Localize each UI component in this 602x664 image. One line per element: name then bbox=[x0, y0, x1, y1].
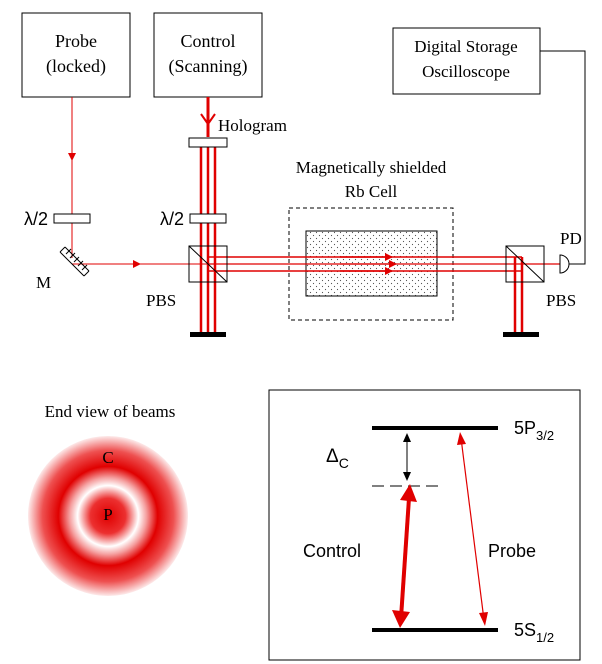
pbs-left-label: PBS bbox=[146, 291, 176, 310]
control-transition-label: Control bbox=[303, 541, 361, 561]
upper-level-label: 5P3/2 bbox=[514, 418, 554, 443]
control-box-subtitle: (Scanning) bbox=[169, 56, 248, 77]
pbs-right-label: PBS bbox=[546, 291, 576, 310]
oscilloscope-box: Digital Storage Oscilloscope bbox=[392, 27, 541, 95]
control-beams-output bbox=[513, 257, 524, 333]
halfwave-control-label: λ/2 bbox=[160, 209, 184, 229]
beam-dump-right bbox=[503, 332, 539, 337]
horizontal-beams bbox=[208, 253, 560, 275]
probe-beam bbox=[68, 97, 210, 268]
control-beams-vertical bbox=[199, 97, 217, 333]
halfwave-probe-label: λ/2 bbox=[24, 209, 48, 229]
cell-title: Magnetically shielded bbox=[296, 158, 447, 177]
control-transition-arrow bbox=[392, 484, 417, 628]
cell-subtitle: Rb Cell bbox=[345, 182, 398, 201]
hologram-plate bbox=[188, 137, 228, 148]
beam-dump-left bbox=[190, 332, 226, 337]
signal-cable bbox=[540, 50, 586, 265]
probe-transition-arrow bbox=[457, 432, 488, 626]
halfwave-plate-control bbox=[189, 213, 227, 224]
oscilloscope-subtitle: Oscilloscope bbox=[422, 62, 510, 81]
probe-laser-box: Probe (locked) bbox=[21, 12, 131, 98]
beam-cross-section bbox=[28, 436, 188, 596]
halfwave-plate-probe bbox=[53, 213, 91, 224]
oscilloscope-title: Digital Storage bbox=[414, 37, 517, 56]
pbs-left bbox=[188, 245, 228, 283]
probe-transition-label: Probe bbox=[488, 541, 536, 561]
end-view-title: End view of beams bbox=[45, 402, 176, 421]
photodiode-label: PD bbox=[560, 229, 582, 248]
detuning-label: ΔC bbox=[326, 446, 349, 471]
control-beam-marker: C bbox=[102, 448, 113, 467]
detuning-arrow bbox=[403, 433, 411, 481]
pbs-right bbox=[505, 245, 545, 283]
lower-level-label: 5S1/2 bbox=[514, 620, 554, 645]
control-laser-box: Control (Scanning) bbox=[153, 12, 263, 98]
control-box-title: Control bbox=[180, 31, 235, 51]
probe-beam-marker: P bbox=[103, 505, 112, 524]
mirror-label: M bbox=[36, 273, 51, 292]
probe-box-subtitle: (locked) bbox=[46, 56, 106, 77]
level-diagram-frame bbox=[268, 389, 581, 661]
probe-box-title: Probe bbox=[55, 31, 97, 51]
mirror bbox=[59, 246, 90, 277]
hologram-label: Hologram bbox=[218, 116, 287, 135]
photodiode-icon bbox=[559, 254, 570, 274]
